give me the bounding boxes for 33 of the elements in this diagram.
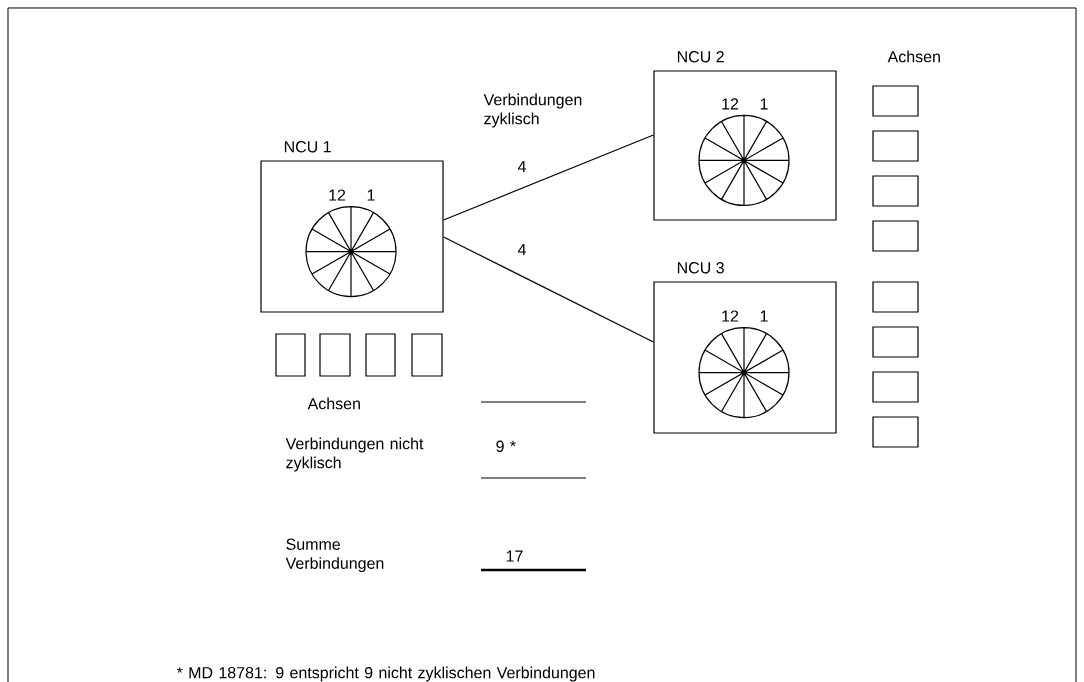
box-heading: NCU 3 — [677, 262, 724, 274]
dial-number: 1 — [367, 189, 375, 201]
box-heading: NCU 2 — [677, 51, 724, 63]
axis-box — [872, 175, 919, 207]
connector-line — [443, 236, 654, 343]
value-text: 9 * — [496, 440, 516, 452]
side-label: Verbindungen zyklisch — [483, 93, 582, 128]
axis-box — [872, 416, 919, 448]
axis-box — [872, 371, 919, 403]
footnote: * MD 18781: 9 entspricht 9 nicht zyklischen Verbindungen — [176, 666, 595, 682]
axis-box — [365, 333, 396, 377]
dial-number: 12 — [722, 98, 739, 110]
dial-number: 1 — [760, 310, 768, 322]
edge-label: 4 — [516, 160, 528, 173]
row-label: Verbindungen nicht zyklisch — [285, 437, 424, 472]
dial-number: 1 — [760, 98, 768, 110]
axis-box — [872, 326, 919, 358]
axis-box — [275, 333, 306, 377]
row-label: Summe Verbindungen — [285, 538, 384, 573]
column-heading: Achsen — [887, 50, 940, 63]
axis-box — [872, 85, 919, 117]
dial-number: 12 — [722, 310, 739, 322]
axis-box — [319, 333, 351, 377]
axis-box — [411, 333, 443, 377]
dial-number: 12 — [329, 189, 346, 201]
box-heading: NCU 1 — [284, 141, 331, 153]
axis-box — [872, 281, 919, 313]
value-text: 17 — [506, 550, 523, 562]
row-label: Achsen — [307, 397, 360, 410]
edge-label: 4 — [516, 243, 528, 256]
axis-box — [872, 220, 919, 252]
connector-line — [443, 134, 654, 221]
axis-box — [872, 130, 919, 162]
